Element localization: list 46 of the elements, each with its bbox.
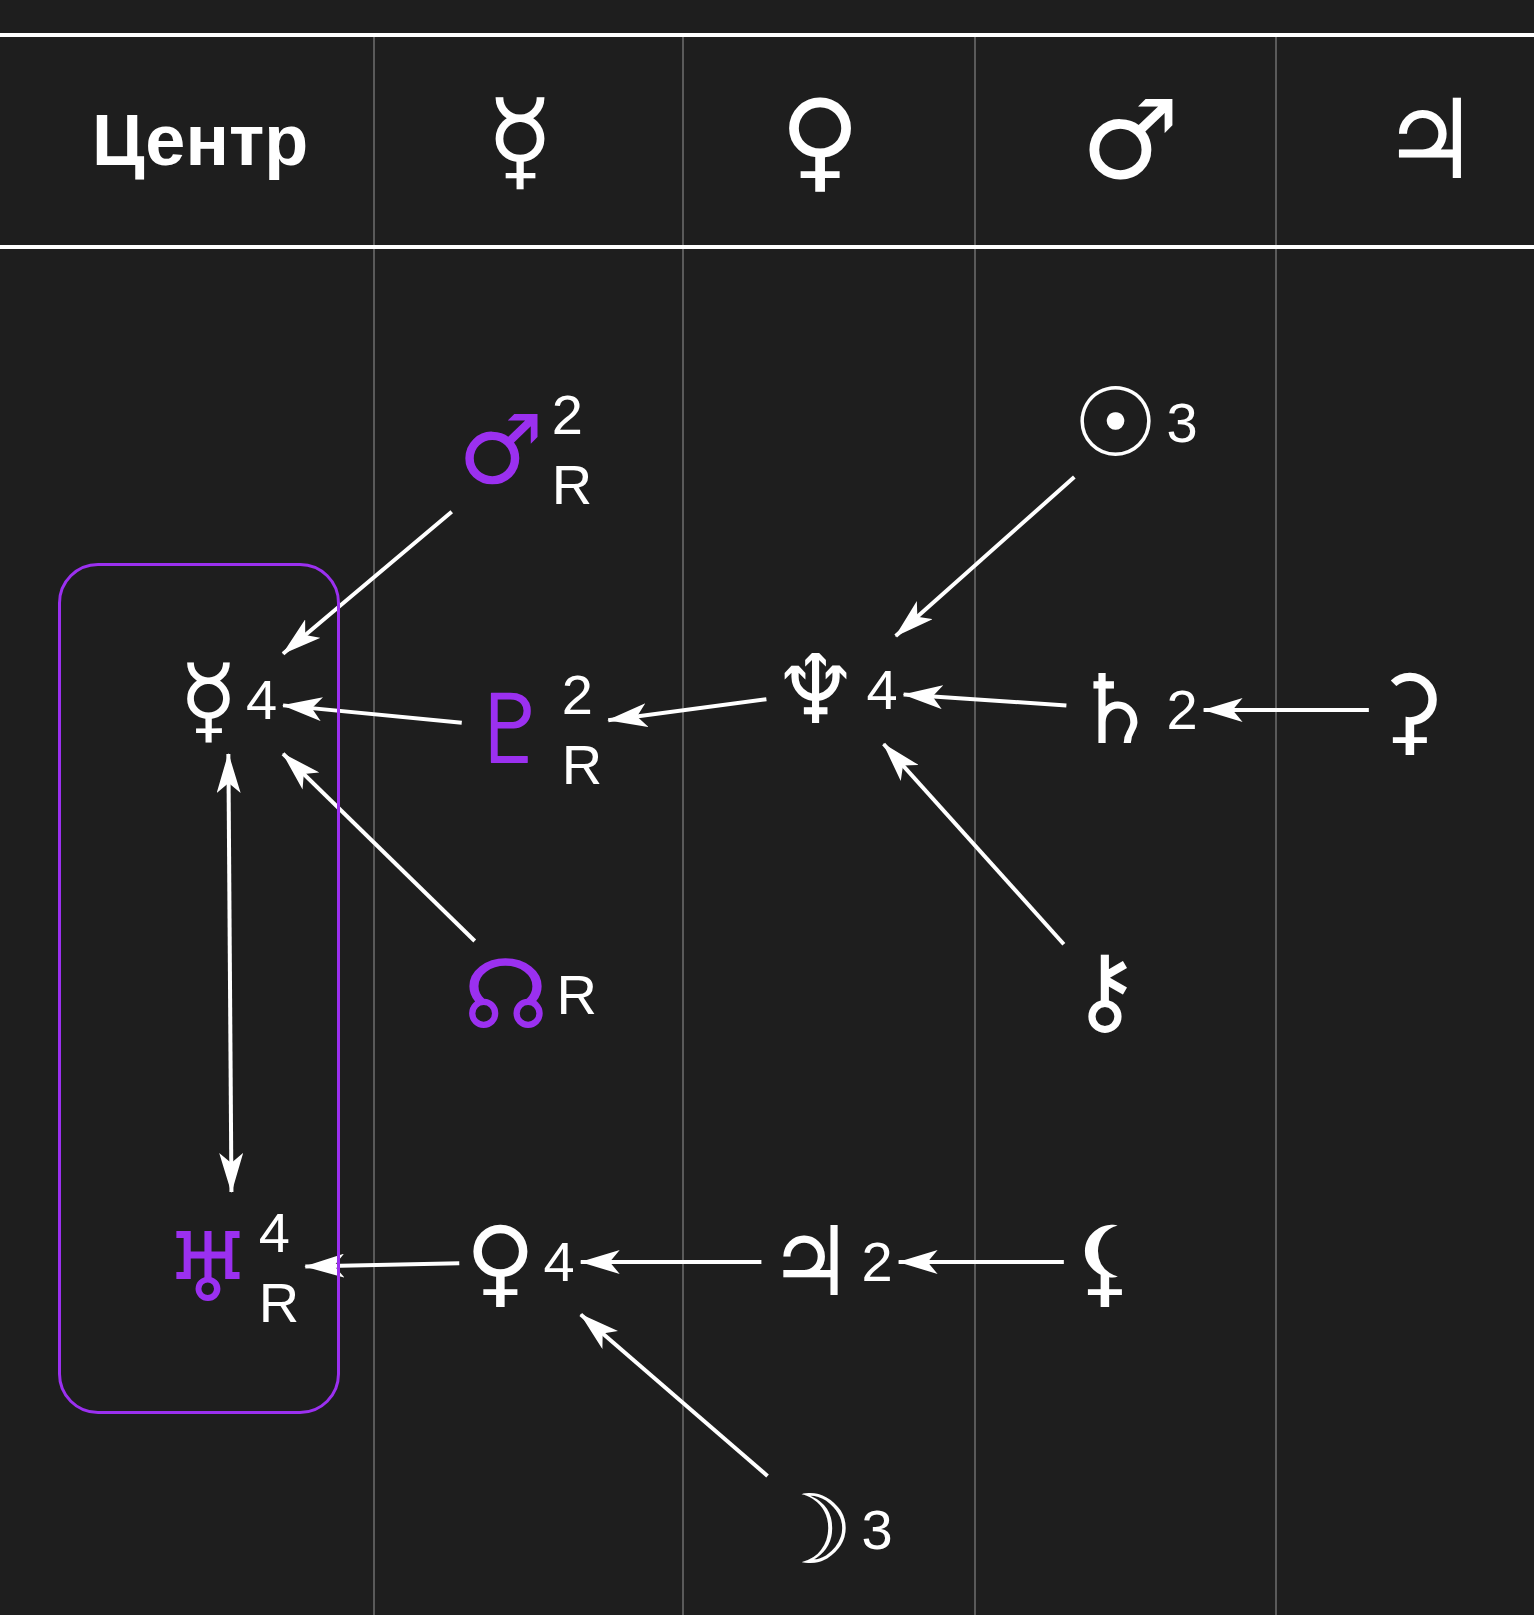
column-header: ♀ [779,85,861,195]
arrow [607,697,767,727]
arrow [902,685,1067,710]
planet-glyph: ♃ [767,1214,854,1310]
arrow [882,742,1066,946]
planet-glyph: ♂ [457,402,544,498]
planet-glyph: ⚷ [1069,942,1141,1038]
degree-mark: 4 [258,1200,291,1266]
degree-mark: 3 [861,1497,893,1563]
degree-mark: 2 [861,1229,893,1295]
degree-mark: 3 [1166,390,1198,456]
planet-glyph: ♆ [772,642,859,738]
arrow [281,510,454,656]
degree-mark: 2 [551,382,584,448]
arrow [281,752,477,943]
group-frame [58,563,340,1414]
degree-mark: R [556,962,597,1028]
column-header: ♂ [1080,85,1180,195]
degree-mark: 4 [245,667,278,733]
degree-mark: R [551,452,593,518]
column-header: ☿ [486,85,554,195]
degree-mark: R [561,732,603,798]
planet-glyph: ♀ [465,1214,536,1310]
arrow [282,697,462,725]
planet-glyph: ☿ [178,652,238,748]
planet-glyph: ⚸ [1069,1214,1141,1310]
arrow [1202,698,1369,722]
planet-glyph: ♇ [467,682,554,778]
arrow [579,1250,762,1274]
degree-mark: 4 [543,1229,575,1295]
arrow [894,475,1076,638]
planet-glyph: ♄ [1072,662,1159,758]
arrow [304,1253,460,1278]
degree-mark: 2 [1166,677,1198,743]
degree-mark: 4 [866,657,898,723]
planet-glyph: ♅ [164,1220,251,1316]
column-header: ♃ [1380,85,1480,195]
degree-mark: R [258,1270,300,1336]
planet-glyph: ⚳ [1374,662,1446,758]
arrow [216,753,244,1193]
planet-glyph: ☉ [1072,375,1159,471]
arrow [579,1313,769,1478]
planet-glyph: ☊ [463,947,549,1043]
planet-glyph: ☽ [767,1482,854,1578]
arrow [897,1250,1064,1274]
degree-mark: 2 [561,662,594,728]
